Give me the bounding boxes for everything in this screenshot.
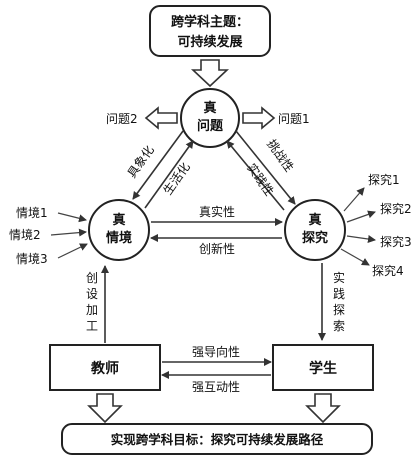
inquiry-node [284, 199, 346, 261]
teacher-box [49, 344, 161, 391]
teacher-label: 教师 [91, 360, 119, 377]
situation-node-line-1: 真 [112, 212, 125, 228]
topic-line-1: 跨学科主题： [171, 14, 249, 30]
student-label: 学生 [309, 360, 337, 377]
problem-to-inquiry-arrow [235, 130, 296, 205]
teacher-to-goal-arrow [87, 393, 123, 424]
strong-interaction-label: 强互动性 [192, 380, 240, 394]
innovative-label: 创新性 [199, 241, 235, 256]
inquiry-2-arrow [346, 210, 376, 223]
concretize-label: 具象化 [125, 143, 157, 181]
situation-2-arrow [50, 228, 87, 237]
problem-node [180, 88, 240, 148]
problem-left-arrow [144, 106, 178, 130]
situation-3-arrow [57, 243, 88, 259]
inquiry-node-line-1: 真 [308, 212, 321, 228]
situation-1-arrow [57, 212, 87, 223]
student-box [272, 344, 374, 391]
goal-box [61, 423, 373, 455]
inquiry-4-label: 探究4 [372, 263, 404, 278]
situation-node-line-2: 情境 [106, 230, 132, 246]
problem-to-situation-arrow [132, 130, 184, 200]
practice-char-2: 践 [333, 287, 345, 301]
situation-2-label: 情境2 [9, 227, 41, 242]
situation-3-label: 情境3 [16, 251, 48, 266]
inquiry-4-arrow [340, 248, 370, 266]
authentic-label: 真实性 [199, 204, 235, 219]
problem-2-label: 问题2 [106, 112, 138, 126]
goal-label: 实现跨学科目标：探究可持续发展路径 [111, 432, 324, 447]
situation-1-label: 情境1 [16, 205, 48, 220]
inquiry-1-label: 探究1 [368, 172, 400, 187]
create-char-1: 创 [86, 271, 98, 285]
situation-to-problem-arrow [144, 140, 194, 209]
practice-char-1: 实 [333, 270, 345, 285]
inquiry-3-label: 探究3 [380, 234, 412, 249]
inquiry-1-arrow [343, 187, 365, 212]
create-char-2: 设 [86, 287, 98, 301]
problem-1-label: 问题1 [278, 112, 310, 126]
problem-node-line-2: 问题 [197, 118, 224, 134]
practice-char-3: 探 [333, 303, 345, 317]
topic-box [149, 5, 271, 57]
practice-char-4: 索 [333, 319, 345, 333]
topic-line-2: 可持续发展 [177, 34, 243, 50]
strong-guidance-label: 强导向性 [192, 344, 240, 359]
inquiry-node-line-2: 探究 [302, 230, 328, 246]
create-char-3: 加 [86, 303, 98, 317]
challenge-label: 挑战性 [264, 137, 296, 175]
practical-label: 实践性 [244, 160, 277, 198]
inquiry-2-label: 探究2 [380, 201, 412, 216]
situation-node [88, 199, 150, 261]
inquiry-3-arrow [346, 235, 376, 243]
problem-right-arrow [242, 106, 276, 130]
student-to-goal-arrow [305, 393, 341, 424]
create-char-4: 工 [86, 319, 98, 333]
inquiry-to-problem-arrow [226, 140, 285, 211]
problem-node-line-1: 真 [203, 100, 216, 116]
topic-to-problem-arrow [190, 59, 230, 88]
